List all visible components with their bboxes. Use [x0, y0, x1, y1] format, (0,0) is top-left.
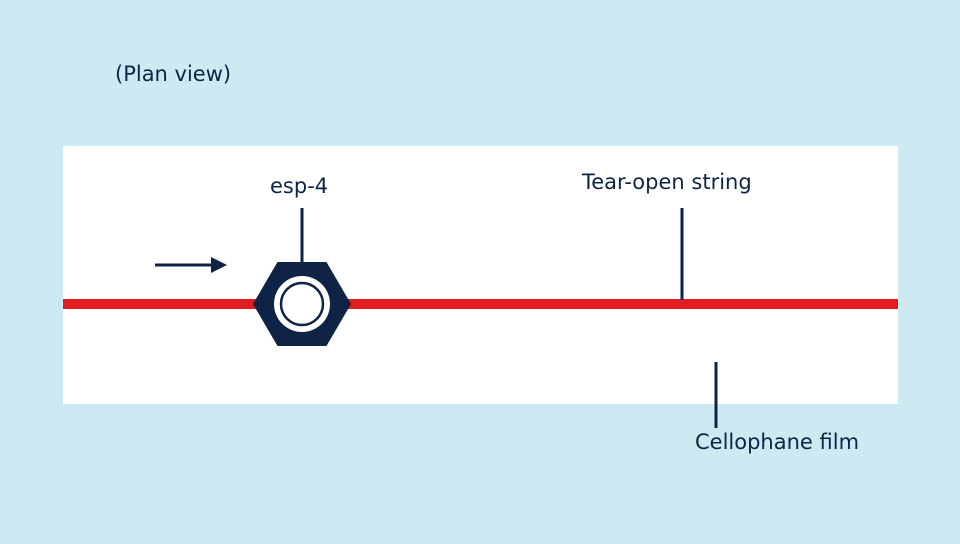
hex-nut-icon [253, 262, 351, 346]
cellophane-film [63, 146, 898, 404]
tear-open-string [63, 299, 898, 309]
component-label: esp-4 [270, 174, 329, 198]
arrow-right-icon [155, 257, 227, 273]
film-label: Cellophane film [695, 430, 860, 454]
string-label: Tear-open string [582, 170, 752, 194]
view-label: (Plan view) [115, 62, 232, 86]
